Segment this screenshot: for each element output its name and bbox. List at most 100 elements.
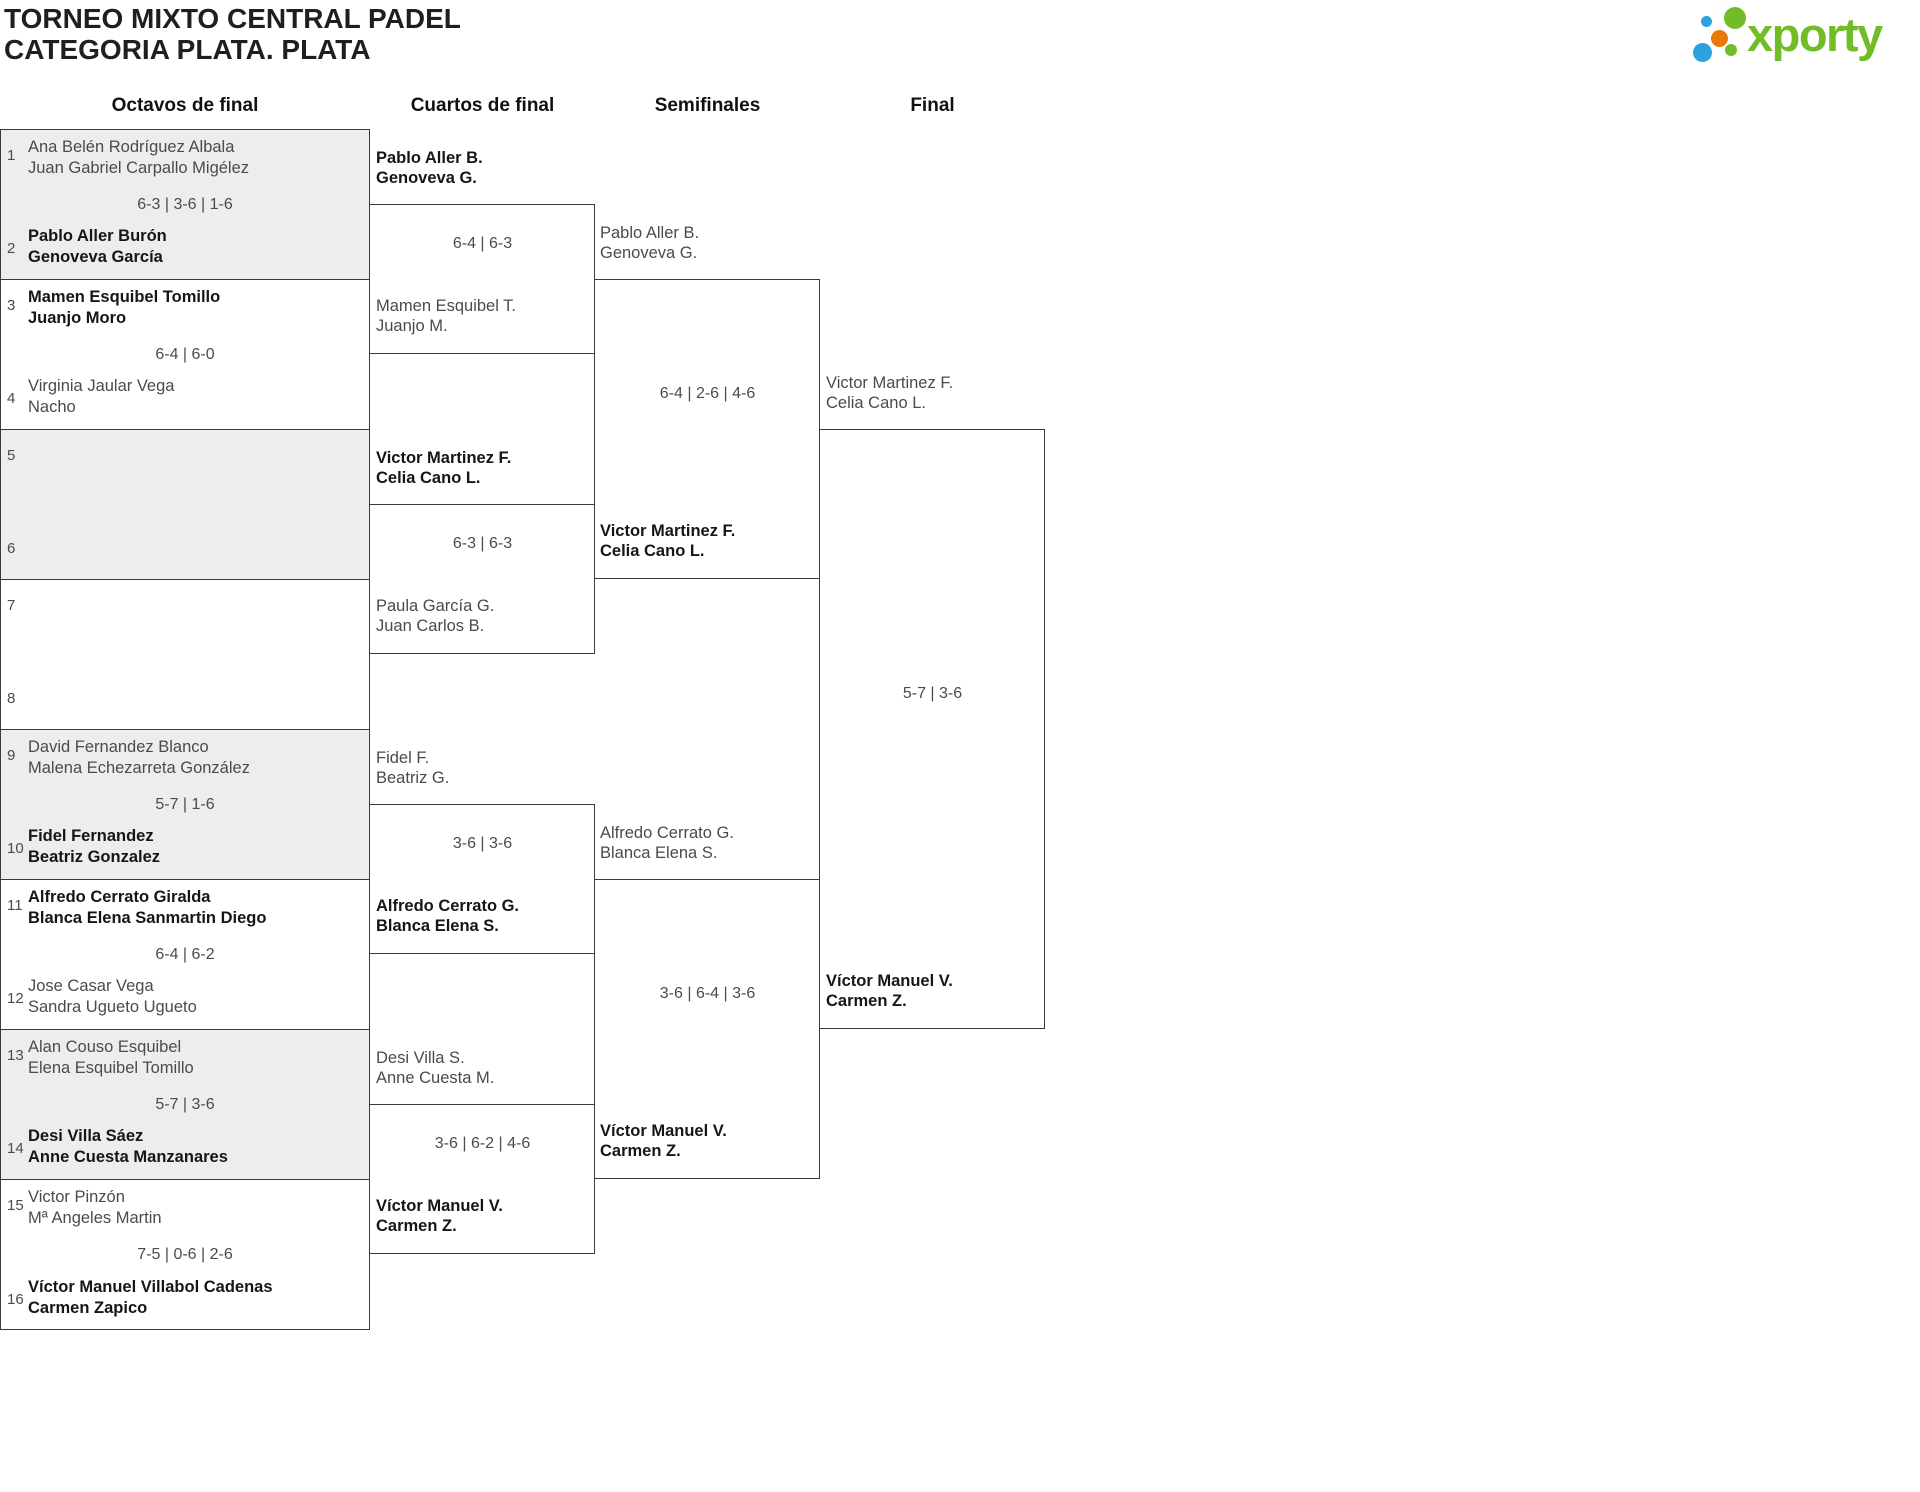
seed-label: 7 bbox=[7, 597, 16, 614]
logo-dot-blue-small-icon bbox=[1700, 15, 1712, 27]
team-line: Victor Martinez F. bbox=[826, 374, 954, 392]
seed-label: 8 bbox=[7, 690, 16, 707]
team-line: Celia Cano L. bbox=[376, 468, 481, 487]
match-score: 6-3 | 3-6 | 1-6 bbox=[137, 195, 233, 213]
team-line: Genoveva G. bbox=[376, 168, 477, 187]
team-top: Victor Pinzón Mª Angeles Martin bbox=[28, 1187, 162, 1229]
team-top: Ana Belén Rodríguez Albala Juan Gabriel … bbox=[28, 137, 249, 179]
team-line: Beatriz Gonzalez bbox=[28, 848, 161, 866]
team-bottom: Jose Casar Vega Sandra Ugueto Ugueto bbox=[28, 976, 197, 1018]
team-line: Sandra Ugueto Ugueto bbox=[28, 998, 197, 1016]
qf1-score: 6-4 | 6-3 bbox=[452, 235, 513, 252]
match-score: 5-7 | 3-6 bbox=[155, 1095, 215, 1113]
match-score: 6-4 | 6-2 bbox=[155, 945, 215, 963]
qf3-score: 3-6 | 3-6 bbox=[452, 835, 513, 852]
sf2-team-top: Alfredo Cerrato G. Blanca Elena S. bbox=[600, 824, 734, 863]
r16-match-8: 15 Victor Pinzón Mª Angeles Martin 7-5 |… bbox=[1, 1180, 369, 1330]
logo-dot-blue-big-icon bbox=[1692, 42, 1712, 62]
team-line: Victor Martinez F. bbox=[600, 522, 736, 540]
team-line: Alfredo Cerrato G. bbox=[376, 897, 520, 915]
team-line: Víctor Manuel V. bbox=[376, 1197, 503, 1215]
seed-label: 5 bbox=[7, 447, 16, 464]
team-bottom: Fidel Fernandez Beatriz Gonzalez bbox=[28, 826, 160, 868]
r16-match-5: 9 David Fernandez Blanco Malena Echezarr… bbox=[1, 730, 369, 880]
team-line: Jose Casar Vega bbox=[28, 977, 154, 995]
qf2-score: 6-3 | 6-3 bbox=[452, 535, 513, 552]
team-line: Juan Gabriel Carpallo Migélez bbox=[28, 159, 250, 177]
qf4-team-bottom: Víctor Manuel V. Carmen Z. bbox=[376, 1197, 503, 1236]
round-header-cuartos: Cuartos de final bbox=[410, 95, 555, 116]
seed-label: 2 bbox=[7, 240, 16, 257]
final-team-bottom: Víctor Manuel V. Carmen Z. bbox=[826, 972, 953, 1011]
team-line: Pablo Aller B. bbox=[600, 224, 700, 242]
qf-match-4-box bbox=[368, 1104, 595, 1254]
team-line: Blanca Elena S. bbox=[600, 843, 718, 862]
final-match-box bbox=[818, 429, 1045, 1029]
sf1-team-bottom: Victor Martinez F. Celia Cano L. bbox=[600, 522, 735, 561]
round-of-16-column: 1 Ana Belén Rodríguez Albala Juan Gabrie… bbox=[0, 129, 370, 1330]
seed-label: 1 bbox=[7, 147, 16, 164]
team-line: Malena Echezarreta González bbox=[28, 759, 250, 777]
team-line: Virginia Jaular Vega bbox=[28, 377, 175, 395]
seed-label: 12 bbox=[7, 990, 24, 1007]
tournament-title: TORNEO MIXTO CENTRAL PADEL CATEGORIA PLA… bbox=[4, 3, 461, 65]
round-header-final: Final bbox=[910, 95, 955, 116]
team-line: Mª Angeles Martin bbox=[28, 1209, 162, 1227]
team-line: Elena Esquibel Tomillo bbox=[28, 1059, 194, 1077]
team-line: Genoveva G. bbox=[600, 243, 698, 262]
qf4-team-top: Desi Villa S. Anne Cuesta M. bbox=[376, 1049, 494, 1088]
team-line: Celia Cano L. bbox=[826, 393, 926, 412]
team-line: Genoveva García bbox=[28, 248, 163, 266]
seed-label: 16 bbox=[7, 1291, 24, 1308]
qf1-team-top: Pablo Aller B. Genoveva G. bbox=[376, 149, 483, 188]
team-line: Fidel Fernandez bbox=[28, 827, 154, 845]
sf-match-2-box bbox=[593, 879, 820, 1179]
team-line: Carmen Z. bbox=[600, 1141, 681, 1160]
team-line: Nacho bbox=[28, 398, 76, 416]
qf2-team-top: Victor Martinez F. Celia Cano L. bbox=[376, 449, 511, 488]
team-line: Mamen Esquibel T. bbox=[376, 297, 517, 315]
team-line: Juan Carlos B. bbox=[376, 616, 485, 635]
r16-match-7: 13 Alan Couso Esquibel Elena Esquibel To… bbox=[1, 1030, 369, 1180]
qf1-team-bottom: Mamen Esquibel T. Juanjo M. bbox=[376, 297, 516, 336]
seed-label: 6 bbox=[7, 540, 16, 557]
team-line: Carmen Z. bbox=[826, 991, 907, 1010]
sf1-score: 6-4 | 2-6 | 4-6 bbox=[659, 385, 756, 402]
xporty-logo[interactable]: xporty bbox=[1690, 5, 1918, 69]
team-line: Alfredo Cerrato G. bbox=[600, 824, 734, 842]
team-line: Mamen Esquibel Tomillo bbox=[28, 288, 221, 306]
team-line: Carmen Z. bbox=[376, 1216, 457, 1235]
team-line: Alfredo Cerrato Giralda bbox=[28, 888, 211, 906]
r16-match-1: 1 Ana Belén Rodríguez Albala Juan Gabrie… bbox=[1, 130, 369, 280]
qf3-team-top: Fidel F. Beatriz G. bbox=[376, 749, 449, 788]
r16-match-4: 7 8 bbox=[1, 580, 369, 730]
seed-label: 11 bbox=[7, 897, 23, 914]
logo-dot-orange-icon bbox=[1710, 29, 1728, 47]
qf3-team-bottom: Alfredo Cerrato G. Blanca Elena S. bbox=[376, 897, 519, 936]
round-header-semifinales: Semifinales bbox=[654, 95, 761, 116]
tournament-title-line2: CATEGORIA PLATA. PLATA bbox=[4, 34, 371, 65]
match-score: 5-7 | 1-6 bbox=[155, 795, 215, 813]
team-line: Paula García G. bbox=[376, 597, 495, 615]
seed-label: 10 bbox=[7, 840, 24, 857]
team-line: Fidel F. bbox=[376, 749, 430, 767]
team-bottom: Pablo Aller Burón Genoveva García bbox=[28, 226, 167, 268]
team-line: Juanjo Moro bbox=[28, 309, 127, 327]
logo-wordmark: xporty bbox=[1747, 8, 1883, 61]
team-line: Desi Villa Sáez bbox=[28, 1127, 144, 1145]
team-line: Anne Cuesta M. bbox=[376, 1068, 495, 1087]
team-line: David Fernandez Blanco bbox=[28, 738, 209, 756]
team-top: David Fernandez Blanco Malena Echezarret… bbox=[28, 737, 250, 779]
team-line: Desi Villa S. bbox=[376, 1049, 465, 1067]
team-line: Anne Cuesta Manzanares bbox=[28, 1148, 228, 1166]
seed-label: 13 bbox=[7, 1047, 24, 1064]
seed-label: 4 bbox=[7, 390, 16, 407]
seed-label: 15 bbox=[7, 1197, 24, 1214]
sf2-team-bottom: Víctor Manuel V. Carmen Z. bbox=[600, 1122, 727, 1161]
team-line: Blanca Elena S. bbox=[376, 916, 499, 935]
round-header-octavos: Octavos de final bbox=[111, 95, 259, 116]
logo-dot-green-small-icon bbox=[1725, 44, 1737, 56]
r16-match-3: 5 6 bbox=[1, 430, 369, 580]
team-line: Alan Couso Esquibel bbox=[28, 1038, 182, 1056]
